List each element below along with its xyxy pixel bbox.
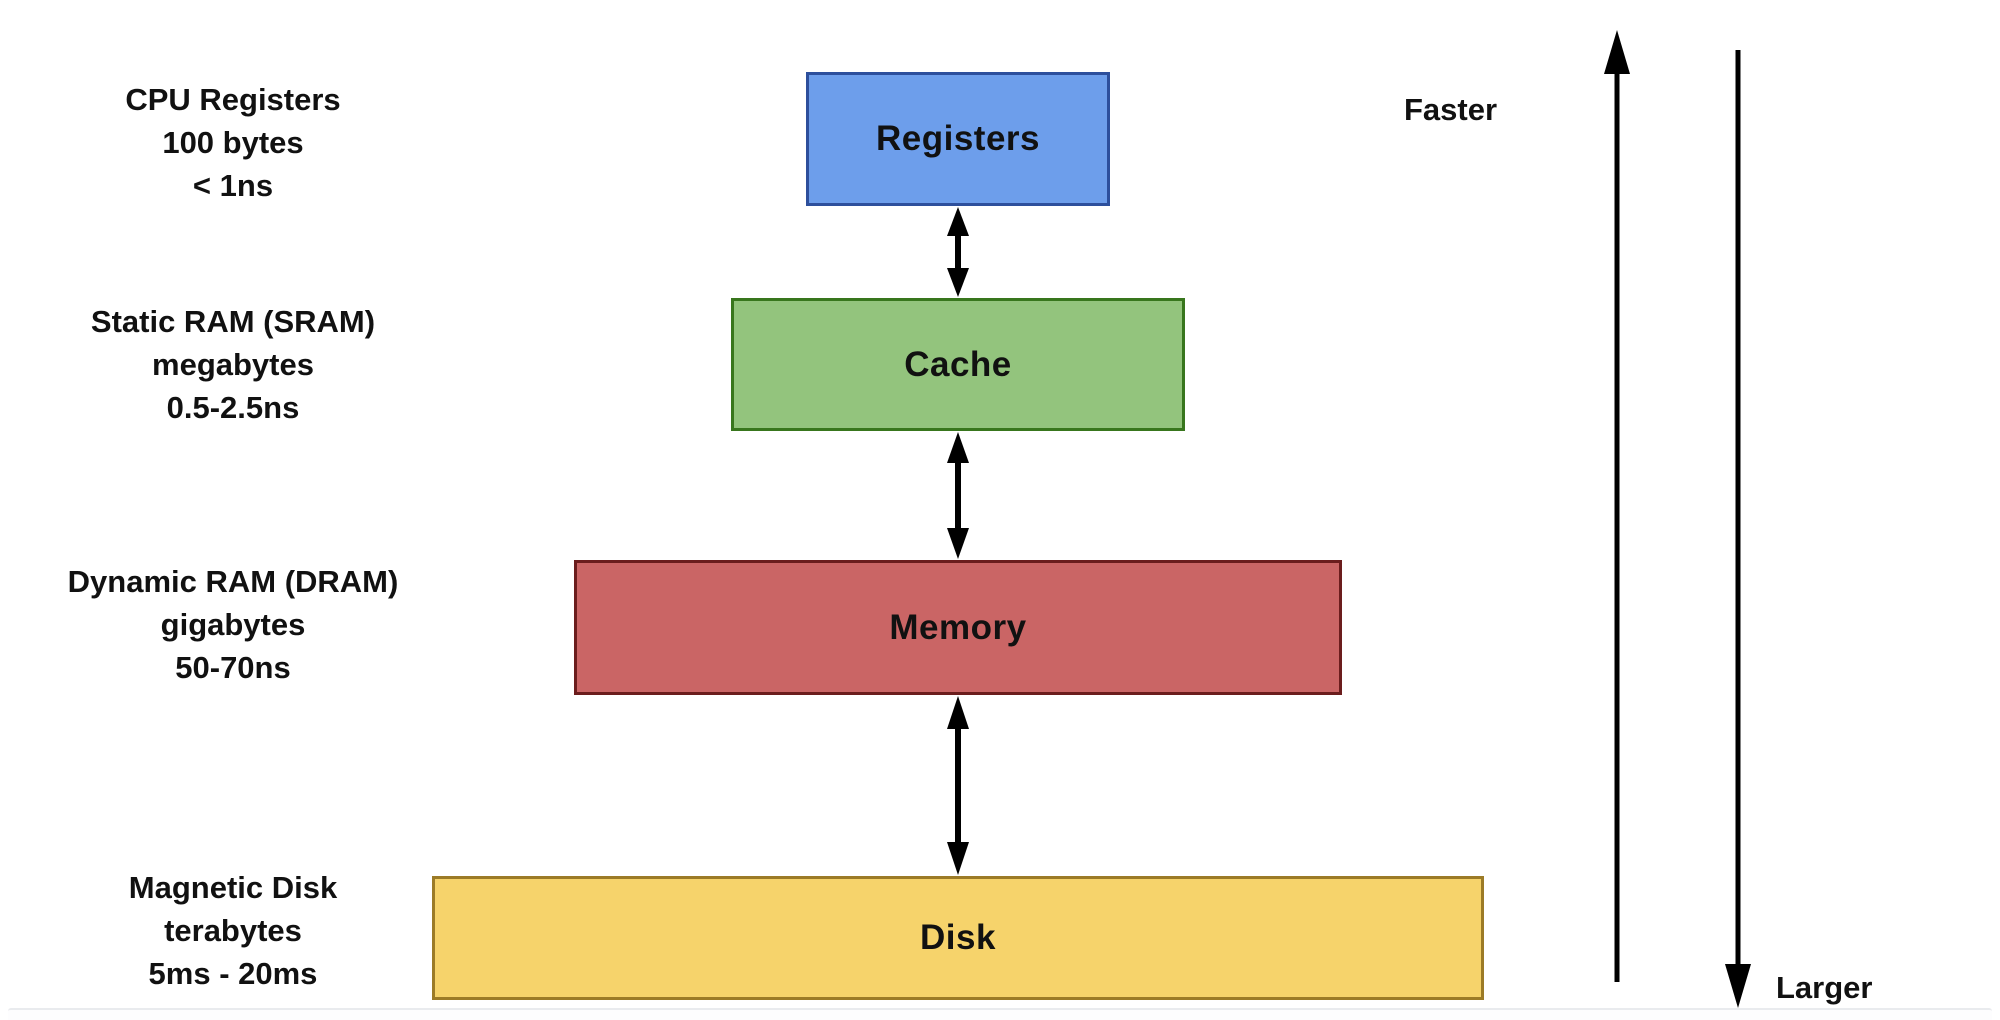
registers-spec-line3: < 1ns — [192, 168, 274, 203]
registers-cache-double-arrow-icon — [947, 207, 969, 297]
memory-spec-line1: Dynamic RAM (DRAM) — [67, 564, 399, 599]
registers-box: Registers — [806, 72, 1110, 206]
disk-box-label: Disk — [920, 918, 996, 957]
memory-spec-line3: 50-70ns — [175, 650, 291, 685]
registers-spec-label: CPU Registers 100 bytes < 1ns — [13, 78, 453, 207]
cache-box-label: Cache — [904, 344, 1012, 384]
faster-label: Faster — [1404, 92, 1498, 127]
disk-spec-line3: 5ms - 20ms — [148, 956, 318, 991]
cache-memory-double-arrow-icon — [947, 432, 969, 559]
memory-box: Memory — [574, 560, 1342, 695]
cache-spec-line3: 0.5-2.5ns — [166, 390, 300, 425]
disk-spec-line2: terabytes — [164, 913, 302, 948]
disk-spec-label: Magnetic Disk terabytes 5ms - 20ms — [13, 866, 453, 995]
cache-spec-line2: megabytes — [152, 347, 314, 382]
cache-box: Cache — [731, 298, 1185, 431]
window-bottom-edge — [8, 1008, 1992, 1020]
memory-spec-label: Dynamic RAM (DRAM) gigabytes 50-70ns — [13, 560, 453, 689]
disk-box: Disk — [432, 876, 1484, 1000]
faster-axis-up-arrow-icon — [1604, 30, 1630, 982]
disk-spec-line1: Magnetic Disk — [128, 870, 338, 905]
memory-disk-double-arrow-icon — [947, 696, 969, 875]
cache-spec-label: Static RAM (SRAM) megabytes 0.5-2.5ns — [13, 300, 453, 429]
cache-spec-line1: Static RAM (SRAM) — [90, 304, 376, 339]
memory-spec-line2: gigabytes — [160, 607, 306, 642]
memory-box-label: Memory — [889, 607, 1027, 647]
larger-label: Larger — [1776, 970, 1873, 1005]
registers-spec-line2: 100 bytes — [162, 125, 304, 160]
registers-spec-line1: CPU Registers — [125, 82, 341, 117]
registers-box-label: Registers — [875, 119, 1041, 158]
larger-axis-down-arrow-icon — [1725, 50, 1751, 1008]
